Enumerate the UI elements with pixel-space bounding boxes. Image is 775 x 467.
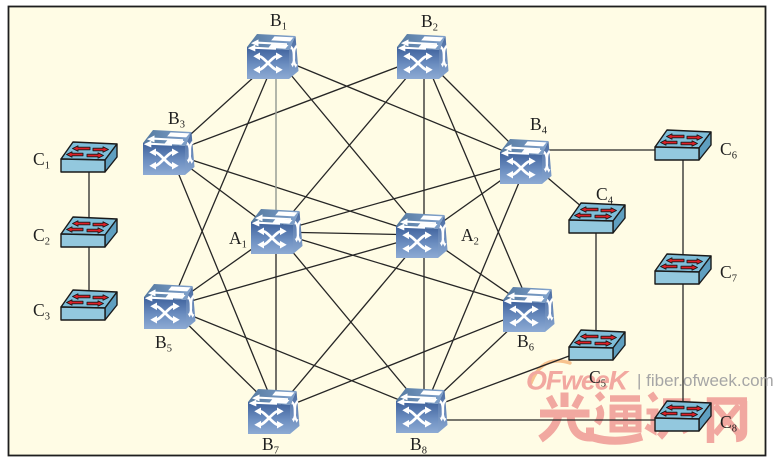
svg-text:OFweeK: OFweeK bbox=[526, 366, 631, 396]
svg-text:| fiber.ofweek.com: | fiber.ofweek.com bbox=[637, 371, 774, 390]
